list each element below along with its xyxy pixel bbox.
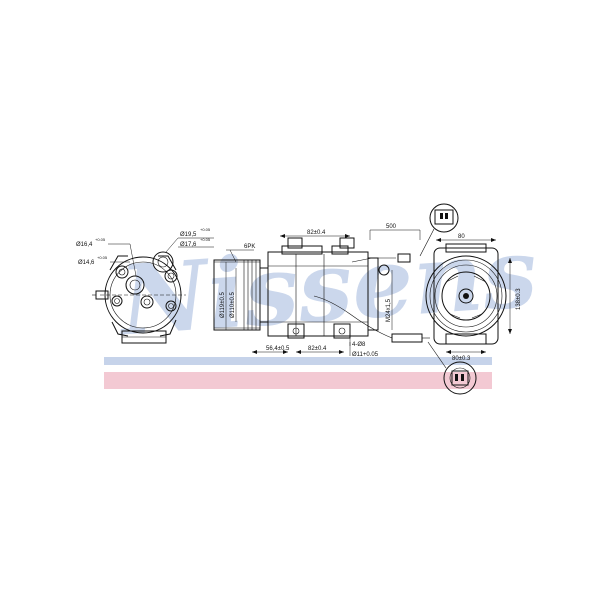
dim-d16-label: Ø16,4	[76, 242, 93, 248]
dim-d119: Ø119±0.5	[220, 291, 226, 318]
blue-band	[104, 357, 492, 365]
dim-d19-tol: +0.05	[200, 227, 211, 232]
connector-detail-top	[419, 203, 459, 257]
dim-138: 138±0.3	[516, 288, 522, 310]
dim-d19-label: Ø19,5	[180, 232, 197, 238]
pink-band	[104, 372, 492, 389]
dim-d110: Ø110±0.5	[230, 291, 236, 318]
dim-m24-thread: M24x1,5	[386, 298, 392, 322]
left-dimension-leaders	[108, 237, 214, 277]
side-dimension-lines	[225, 229, 421, 356]
rear-view	[92, 251, 186, 344]
front-dimension-lines	[436, 238, 512, 354]
dim-d11: Ø11+0.05	[352, 352, 379, 358]
dim-d16-tol: +0.05	[95, 237, 106, 242]
dim-d14-tol: +0.05	[97, 255, 108, 260]
dim-d14-label: Ø14,6	[78, 260, 95, 266]
dim-80-bottom: 80±0.3	[452, 356, 471, 362]
connector-detail-bottom	[427, 341, 477, 395]
dim-80-top: 80	[458, 234, 465, 240]
dim-500: 500	[386, 224, 397, 230]
dim-d17-label: Ø17,6	[180, 242, 197, 248]
dim-82-bottom: 82±0.4	[308, 346, 327, 352]
side-view	[213, 237, 430, 343]
dim-d17-tol: +0.05	[200, 237, 211, 242]
dim-6pk: 6PK	[244, 244, 255, 250]
dim-82-top: 82±0.4	[307, 230, 326, 236]
dim-56-4: 56,4±0.5	[266, 346, 290, 352]
dim-4-holes: 4-Ø8	[352, 342, 366, 348]
front-view	[425, 243, 507, 345]
